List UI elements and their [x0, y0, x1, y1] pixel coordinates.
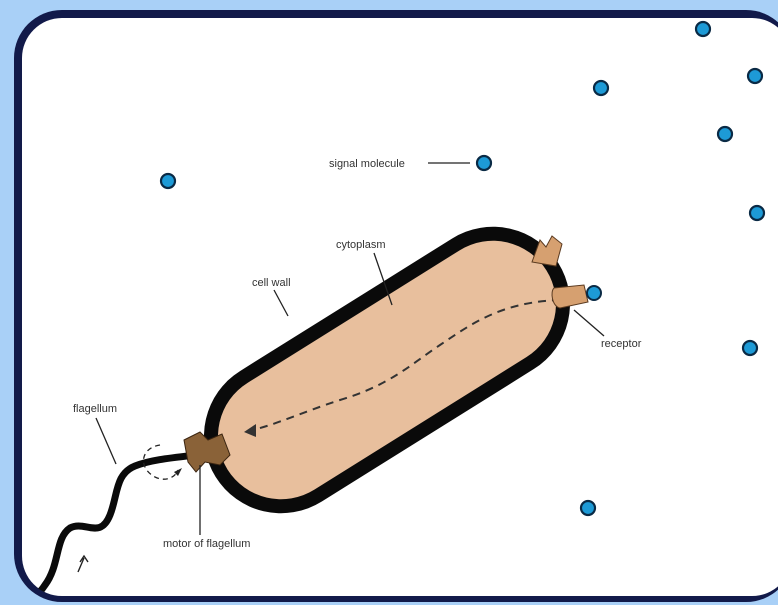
- label-flagellum: flagellum: [73, 403, 117, 415]
- label-receptor: receptor: [601, 338, 642, 350]
- signal-molecule: [743, 341, 757, 355]
- signal-molecule: [581, 501, 595, 515]
- signal-molecule: [594, 81, 608, 95]
- label-signal-molecule: signal molecule: [329, 158, 405, 170]
- signal-molecule: [477, 156, 491, 170]
- signal-molecule: [161, 174, 175, 188]
- label-cytoplasm: cytoplasm: [336, 239, 386, 251]
- signal-molecule: [748, 69, 762, 83]
- signal-molecule-bound: [587, 286, 601, 300]
- signal-molecule: [750, 206, 764, 220]
- signal-molecule: [696, 22, 710, 36]
- label-motor-of-flagellum: motor of flagellum: [163, 538, 250, 550]
- label-cell-wall: cell wall: [252, 277, 291, 289]
- signal-molecule: [718, 127, 732, 141]
